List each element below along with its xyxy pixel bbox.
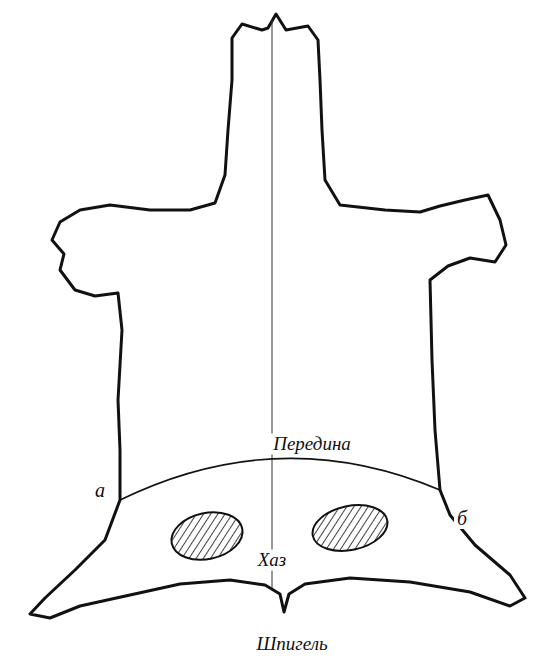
point-label: а [92, 479, 108, 501]
hatched-area [308, 499, 391, 558]
region-label: Шпигель [253, 634, 330, 655]
point-label: б [454, 507, 470, 529]
hide-outline [30, 14, 525, 618]
region-label: Передина [270, 434, 354, 455]
center-line [272, 20, 273, 588]
hatched-area [167, 506, 247, 566]
region-label: Хаз [255, 550, 290, 571]
division-curve [120, 458, 440, 500]
